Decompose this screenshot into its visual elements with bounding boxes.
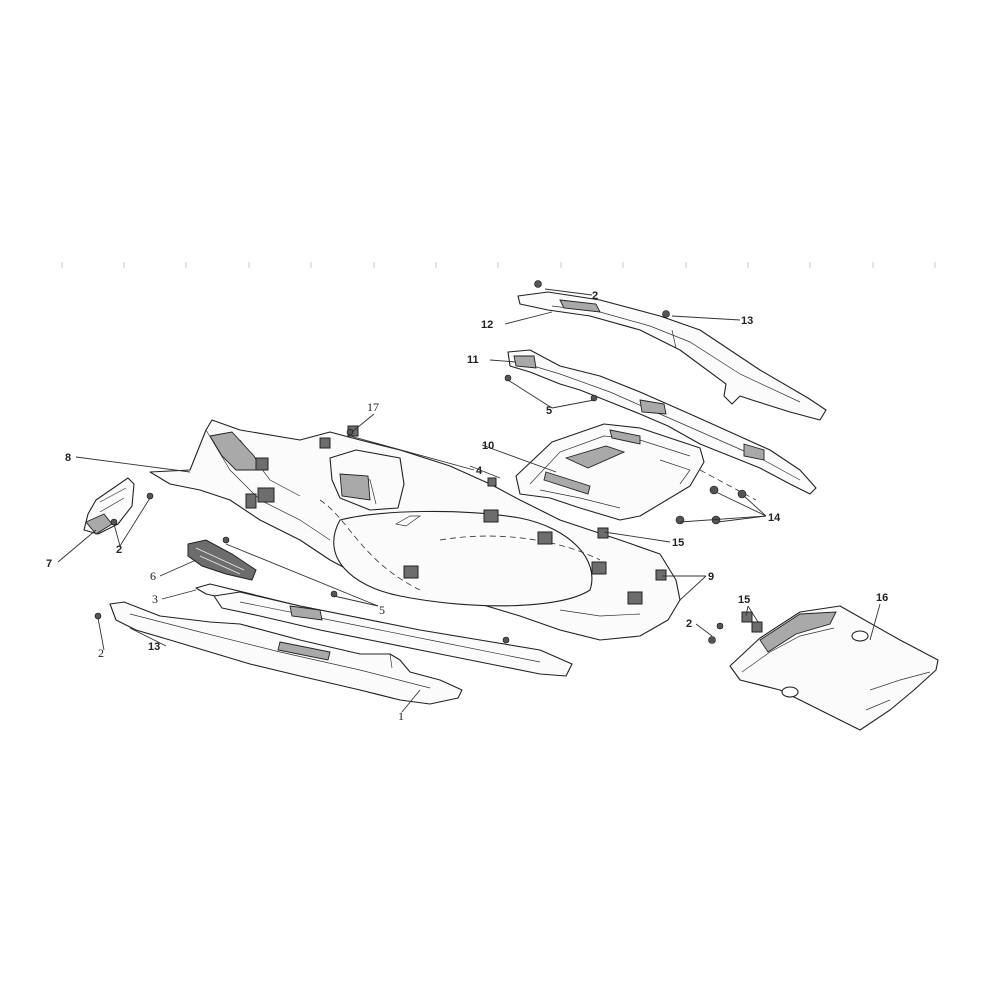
part-10-tray [515,423,705,521]
part-12-upper-rail [517,291,827,421]
callout-labels: 2 12 13 11 5 17 10 4 8 14 15 2 7 6 9 3 1… [46,290,888,723]
callout-15-right: 15 [738,594,750,606]
callout-5-bottom: 5 [379,603,385,617]
callout-14: 14 [768,512,781,524]
callout-7: 7 [46,558,52,570]
part-11-mid-rail [507,349,817,495]
callout-9: 9 [708,571,714,583]
callout-1: 1 [398,709,404,723]
callout-4: 4 [476,465,483,477]
callout-2-left: 2 [116,544,122,556]
callout-17: 17 [367,400,379,414]
callout-11: 11 [467,354,479,366]
callout-13-bottom: 13 [148,641,160,653]
callout-3: 3 [152,592,158,606]
callout-2-top: 2 [592,290,598,302]
callout-13-top: 13 [741,315,753,327]
callout-2-right: 2 [686,618,692,630]
part-7-bracket [83,477,135,535]
callout-16: 16 [876,592,888,604]
callout-12: 12 [481,319,493,331]
part-6-grille [187,539,257,581]
callout-6: 6 [150,569,156,583]
leader-lines [57,288,881,713]
ruler-ticks [61,262,936,268]
callout-15-mid: 15 [672,537,684,549]
part-1-side-cover [109,601,463,705]
callout-10: 10 [482,440,494,452]
part-8-main-body [149,419,757,641]
callout-5-top: 5 [546,405,552,417]
part-5-lower-strip [213,591,573,677]
callout-2-bottom-left: 2 [98,646,104,660]
callout-8: 8 [65,452,71,464]
part-16-rear-cover [729,605,939,731]
